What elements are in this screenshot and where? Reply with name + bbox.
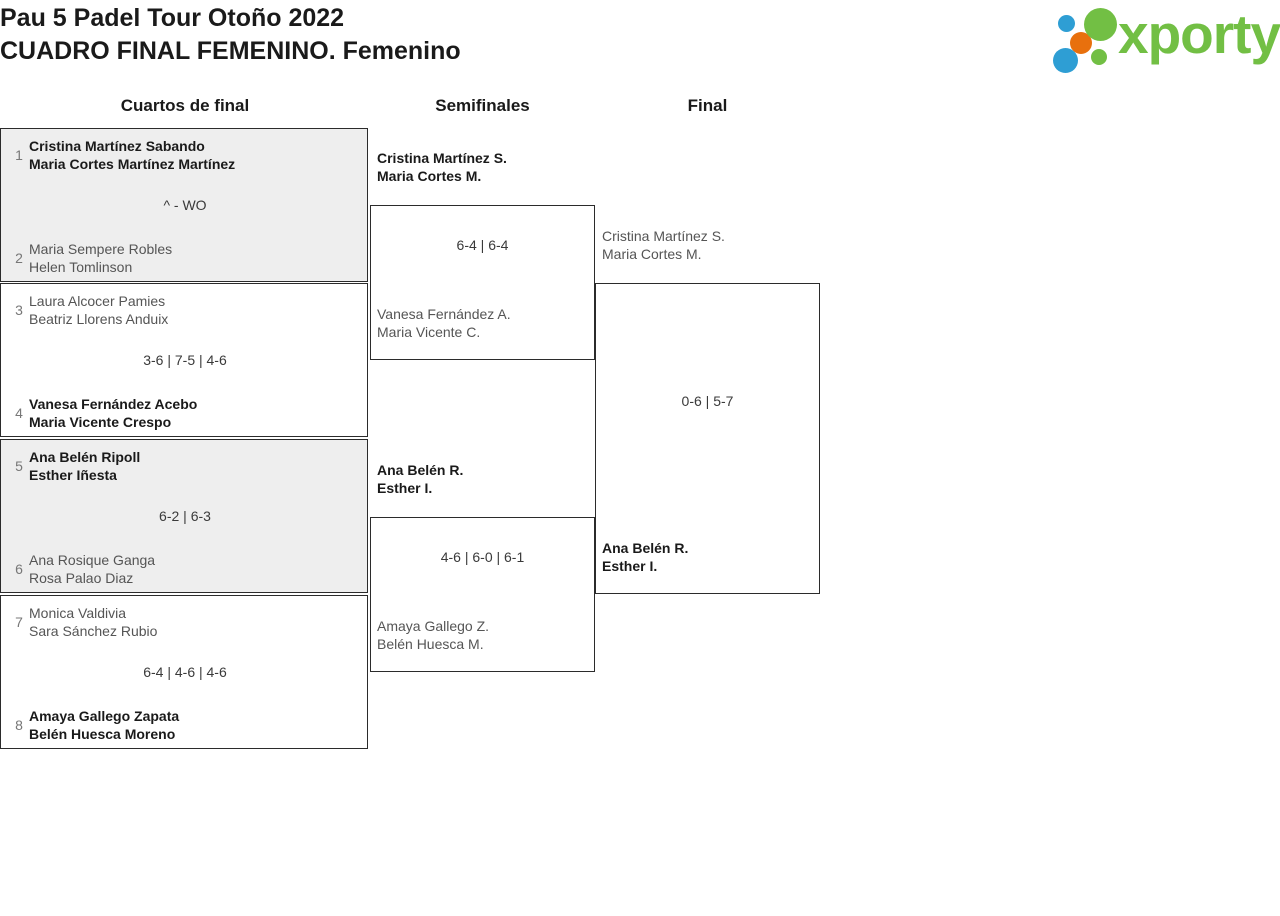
seed-number: 8 xyxy=(15,717,23,733)
semifinal-1-team-top[interactable]: Cristina Martínez S. Maria Cortes M. xyxy=(377,149,592,185)
team-names: Amaya Gallego Zapata Belén Huesca Moreno xyxy=(29,707,179,743)
round-header-quarterfinals: Cuartos de final xyxy=(120,96,250,115)
semifinal-1-score: 6-4 | 6-4 xyxy=(456,237,509,253)
tournament-category: CUADRO FINAL FEMENINO. Femenino xyxy=(0,37,461,65)
round-header-final: Final xyxy=(687,96,728,115)
page-header: Pau 5 Padel Tour Otoño 2022 CUADRO FINAL… xyxy=(0,0,1280,78)
player-name: Ana Belén R. xyxy=(377,462,464,478)
final-team-top[interactable]: Cristina Martínez S. Maria Cortes M. xyxy=(602,227,817,263)
seed-number: 6 xyxy=(15,561,23,577)
team-names: Maria Sempere Robles Helen Tomlinson xyxy=(29,240,172,276)
player-name: Monica Valdivia xyxy=(29,605,127,621)
match-quarterfinal-4[interactable]: 7 Monica Valdivia Sara Sánchez Rubio 6-4… xyxy=(0,595,368,749)
player-name: Esther I. xyxy=(377,480,433,496)
player-name: Esther Iñesta xyxy=(29,467,117,483)
match-team-top[interactable]: 5 Ana Belén Ripoll Esther Iñesta xyxy=(9,448,359,484)
final-team-bottom[interactable]: Ana Belén R. Esther I. xyxy=(602,539,817,575)
player-name: Cristina Martínez S. xyxy=(377,150,507,166)
seed-number: 2 xyxy=(15,250,23,266)
player-name: Esther I. xyxy=(602,558,658,574)
match-team-bottom[interactable]: 2 Maria Sempere Robles Helen Tomlinson xyxy=(9,240,359,276)
player-name: Sara Sánchez Rubio xyxy=(29,623,158,639)
match-score: ^ - WO xyxy=(163,197,207,213)
tournament-name: Pau 5 Padel Tour Otoño 2022 xyxy=(0,4,345,32)
match-score: 6-4 | 4-6 | 4-6 xyxy=(143,664,227,680)
team-names: Vanesa Fernández Acebo Maria Vicente Cre… xyxy=(29,395,197,431)
logo-dot-green-small xyxy=(1091,49,1107,65)
player-name: Cristina Martínez S. xyxy=(602,228,725,244)
player-name: Beatriz Llorens Anduix xyxy=(29,311,169,327)
final-score: 0-6 | 5-7 xyxy=(681,393,734,409)
player-name: Maria Vicente C. xyxy=(377,324,481,340)
match-team-bottom[interactable]: 8 Amaya Gallego Zapata Belén Huesca More… xyxy=(9,707,359,743)
round-header-semifinals: Semifinales xyxy=(435,96,530,115)
semifinal-1-team-bottom[interactable]: Vanesa Fernández A. Maria Vicente C. xyxy=(377,305,592,341)
seed-number: 4 xyxy=(15,405,23,421)
match-semifinal-1[interactable] xyxy=(370,205,595,360)
match-score: 6-2 | 6-3 xyxy=(159,508,211,524)
player-name: Maria Cortes Martínez Martínez xyxy=(29,156,236,172)
match-quarterfinal-2[interactable]: 3 Laura Alcocer Pamies Beatriz Llorens A… xyxy=(0,283,368,437)
player-name: Ana Belén Ripoll xyxy=(29,449,141,465)
match-team-top[interactable]: 1 Cristina Martínez Sabando Maria Cortes… xyxy=(9,137,359,173)
match-team-bottom[interactable]: 6 Ana Rosique Ganga Rosa Palao Diaz xyxy=(9,551,359,587)
logo-dot-orange xyxy=(1070,32,1092,54)
semifinal-2-score: 4-6 | 6-0 | 6-1 xyxy=(440,549,525,565)
player-name: Amaya Gallego Z. xyxy=(377,618,490,634)
player-name: Rosa Palao Diaz xyxy=(29,570,134,586)
semifinal-2-team-bottom[interactable]: Amaya Gallego Z. Belén Huesca M. xyxy=(377,617,592,653)
seed-number: 1 xyxy=(15,147,23,163)
logo-dot-green-large xyxy=(1084,8,1117,41)
match-quarterfinal-3[interactable]: 5 Ana Belén Ripoll Esther Iñesta 6-2 | 6… xyxy=(0,439,368,593)
team-names: Cristina Martínez Sabando Maria Cortes M… xyxy=(29,137,235,173)
match-final[interactable] xyxy=(595,283,820,594)
logo-wordmark: xporty xyxy=(1118,3,1280,65)
match-quarterfinal-1[interactable]: 1 Cristina Martínez Sabando Maria Cortes… xyxy=(0,128,368,282)
tournament-bracket: 1 Cristina Martínez Sabando Maria Cortes… xyxy=(0,128,900,768)
player-name: Amaya Gallego Zapata xyxy=(29,708,180,724)
player-name: Maria Vicente Crespo xyxy=(29,414,172,430)
logo-dots-icon xyxy=(1052,5,1122,73)
team-names: Monica Valdivia Sara Sánchez Rubio xyxy=(29,604,157,640)
player-name: Vanesa Fernández A. xyxy=(377,306,511,322)
team-names: Ana Rosique Ganga Rosa Palao Diaz xyxy=(29,551,155,587)
semifinal-2-team-top[interactable]: Ana Belén R. Esther I. xyxy=(377,461,592,497)
seed-number: 7 xyxy=(15,614,23,630)
logo-dot-blue-small xyxy=(1058,15,1075,32)
match-semifinal-2[interactable] xyxy=(370,517,595,672)
player-name: Maria Sempere Robles xyxy=(29,241,173,257)
player-name: Vanesa Fernández Acebo xyxy=(29,396,198,412)
seed-number: 5 xyxy=(15,458,23,474)
player-name: Cristina Martínez Sabando xyxy=(29,138,205,154)
xporty-logo[interactable]: xporty xyxy=(1052,3,1280,73)
player-name: Helen Tomlinson xyxy=(29,259,133,275)
player-name: Maria Cortes M. xyxy=(602,246,702,262)
player-name: Belén Huesca Moreno xyxy=(29,726,176,742)
seed-number: 3 xyxy=(15,302,23,318)
team-names: Ana Belén Ripoll Esther Iñesta xyxy=(29,448,140,484)
player-name: Maria Cortes M. xyxy=(377,168,482,184)
tournament-title-block: Pau 5 Padel Tour Otoño 2022 CUADRO FINAL… xyxy=(0,2,461,68)
match-team-bottom[interactable]: 4 Vanesa Fernández Acebo Maria Vicente C… xyxy=(9,395,359,431)
logo-dot-blue-large xyxy=(1053,48,1078,73)
player-name: Ana Belén R. xyxy=(602,540,689,556)
player-name: Ana Rosique Ganga xyxy=(29,552,156,568)
player-name: Laura Alcocer Pamies xyxy=(29,293,166,309)
match-team-top[interactable]: 7 Monica Valdivia Sara Sánchez Rubio xyxy=(9,604,359,640)
match-team-top[interactable]: 3 Laura Alcocer Pamies Beatriz Llorens A… xyxy=(9,292,359,328)
match-score: 3-6 | 7-5 | 4-6 xyxy=(143,352,227,368)
player-name: Belén Huesca M. xyxy=(377,636,484,652)
team-names: Laura Alcocer Pamies Beatriz Llorens And… xyxy=(29,292,168,328)
